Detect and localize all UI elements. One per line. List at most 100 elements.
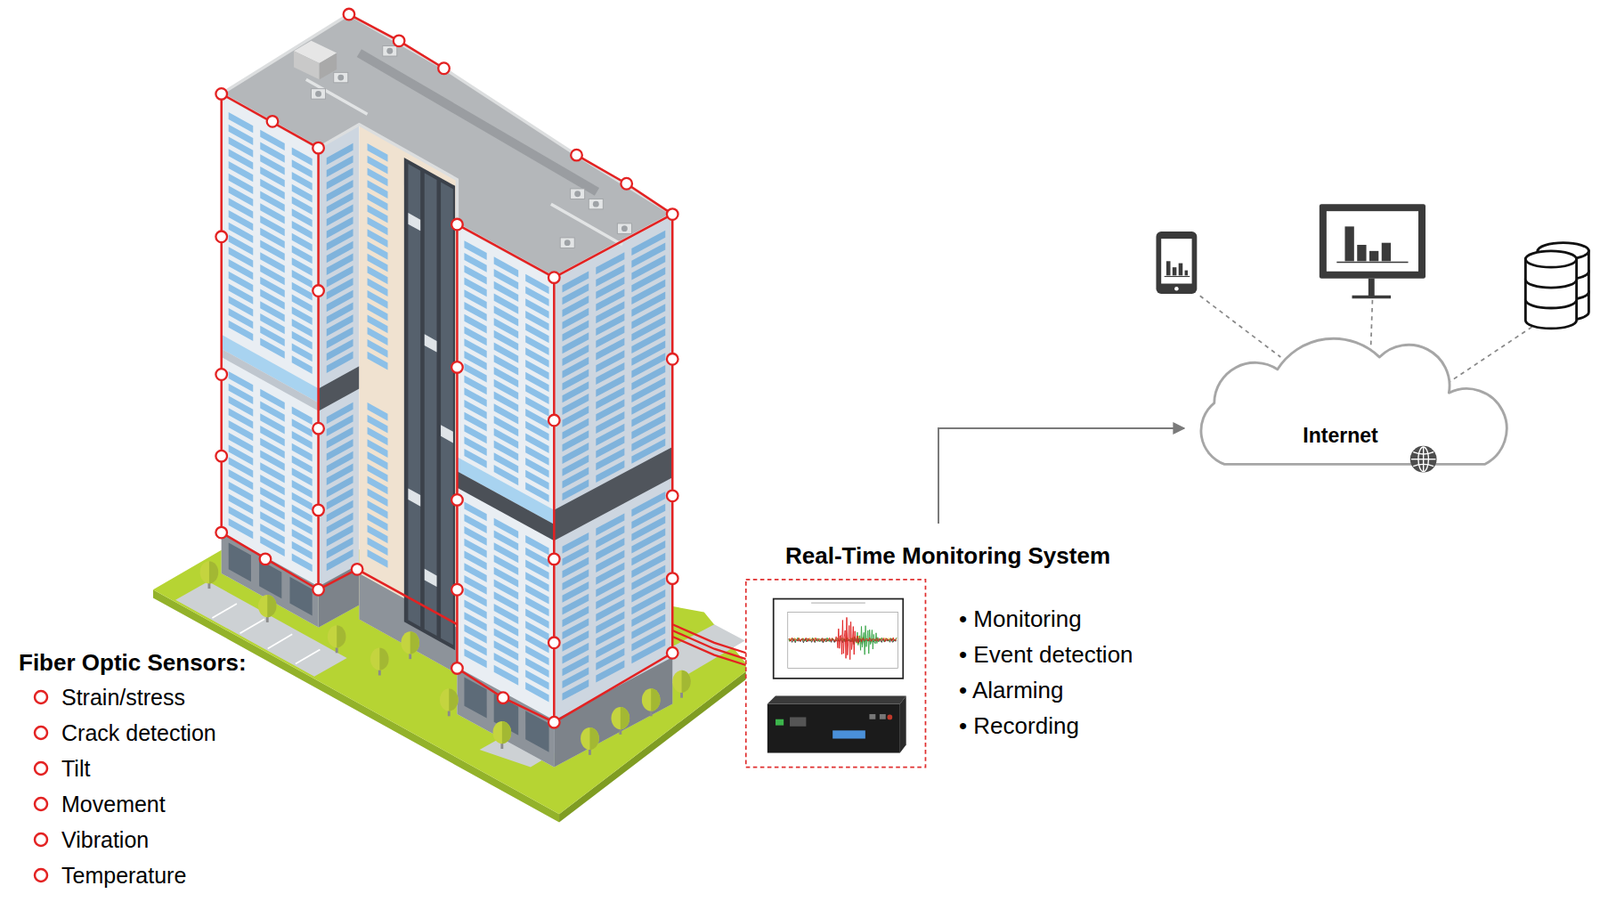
dashed-frame <box>746 579 926 768</box>
parking-line <box>295 649 321 665</box>
roof-fan <box>560 237 575 248</box>
tree-crown <box>327 625 347 648</box>
fiber-line <box>221 93 458 625</box>
sensor-point <box>548 637 561 650</box>
fiber-cable <box>672 624 747 653</box>
sensor-point <box>259 553 272 566</box>
sensor-point <box>497 691 510 704</box>
tree-crown <box>200 560 220 584</box>
floor-band <box>456 471 554 541</box>
tree-shade <box>682 670 691 693</box>
window <box>292 552 313 572</box>
tree-shade <box>589 727 599 750</box>
window <box>292 355 313 374</box>
internet-cloud: Internet <box>1184 329 1510 486</box>
legend-marker <box>29 756 53 780</box>
window <box>367 351 389 371</box>
roof-fan <box>333 72 349 82</box>
cloud-label: Internet <box>1184 423 1497 447</box>
legend-circle <box>34 726 48 740</box>
window <box>326 350 354 373</box>
wall-face <box>318 125 360 628</box>
tree-shade <box>410 631 420 654</box>
monitor-icon <box>1319 203 1426 279</box>
fiber-line <box>552 277 556 723</box>
device-display <box>832 730 866 739</box>
elevator-cabin <box>407 212 421 231</box>
window <box>326 549 354 571</box>
fiber-line <box>316 147 320 590</box>
sensor-point <box>451 494 463 506</box>
chart-bar <box>1172 267 1178 276</box>
roof-fan <box>315 90 322 98</box>
legend-circle <box>34 869 48 882</box>
sensor-point <box>666 208 679 220</box>
plot-title-bar <box>811 601 866 603</box>
sensor-point <box>215 88 228 100</box>
parking-line <box>211 603 237 618</box>
legend-item: Tilt <box>29 755 90 782</box>
chart-bar <box>1344 226 1354 261</box>
tree-crown <box>610 706 630 730</box>
roof-fan <box>382 46 398 57</box>
sensor-point <box>620 178 633 190</box>
tree-crown <box>672 670 691 693</box>
parking-line <box>240 618 266 634</box>
legend-title: Fiber Optic Sensors: <box>18 649 247 677</box>
legend-text: Vibration <box>61 827 149 853</box>
roof-fan <box>588 198 603 209</box>
wall-face <box>221 93 319 627</box>
tablet-icon <box>1155 231 1197 294</box>
roof-fan <box>337 74 344 82</box>
sensor-point <box>215 450 228 463</box>
tree-crown <box>439 688 459 711</box>
globe-icon <box>1410 446 1438 473</box>
sensor-point <box>312 584 325 596</box>
tree-crown <box>641 688 661 711</box>
sensor-point <box>312 142 325 155</box>
roof-fan <box>621 225 628 232</box>
device-front <box>767 704 901 754</box>
sensor-point <box>666 353 679 366</box>
window <box>463 648 487 668</box>
link-line <box>1444 322 1540 386</box>
tablet-button <box>1174 286 1179 292</box>
legend-text: Strain/stress <box>61 684 186 711</box>
cloud-shape <box>1184 329 1510 486</box>
roof-fan <box>311 89 326 99</box>
fiber-line <box>576 154 674 214</box>
plot-area <box>787 611 899 668</box>
roof-fan <box>617 223 632 234</box>
fiber-cable <box>672 630 747 659</box>
monitor-base <box>1352 295 1392 299</box>
fiber-line <box>456 224 673 723</box>
connector-arrow <box>938 428 1185 524</box>
sensor-point <box>343 8 356 21</box>
sensor-point <box>548 553 561 566</box>
sensor-point <box>351 563 364 576</box>
monitor-screen <box>1326 211 1419 272</box>
window <box>463 677 487 719</box>
elevator-cabin <box>440 424 454 443</box>
sensor-point <box>312 284 325 297</box>
sensor-point <box>451 662 463 675</box>
database-top <box>1525 251 1576 268</box>
window <box>289 576 312 617</box>
legend-item: Vibration <box>29 826 149 853</box>
sensor-point <box>548 414 561 427</box>
chart-bar <box>1166 260 1171 276</box>
sensor-point <box>215 527 228 539</box>
tree-shade <box>267 594 277 618</box>
tree-crown <box>400 631 420 654</box>
fiber-cable <box>672 636 747 666</box>
sensor-point <box>548 271 561 284</box>
roof-fan <box>564 239 571 246</box>
link-line <box>1200 295 1282 358</box>
feature-item: • Alarming <box>958 677 1064 705</box>
sensor-point <box>312 504 325 517</box>
tree-shade <box>448 688 458 711</box>
sensor-point <box>548 716 561 729</box>
legend-circle <box>34 797 48 811</box>
floor-band <box>221 349 319 412</box>
globe-line <box>1422 446 1424 472</box>
